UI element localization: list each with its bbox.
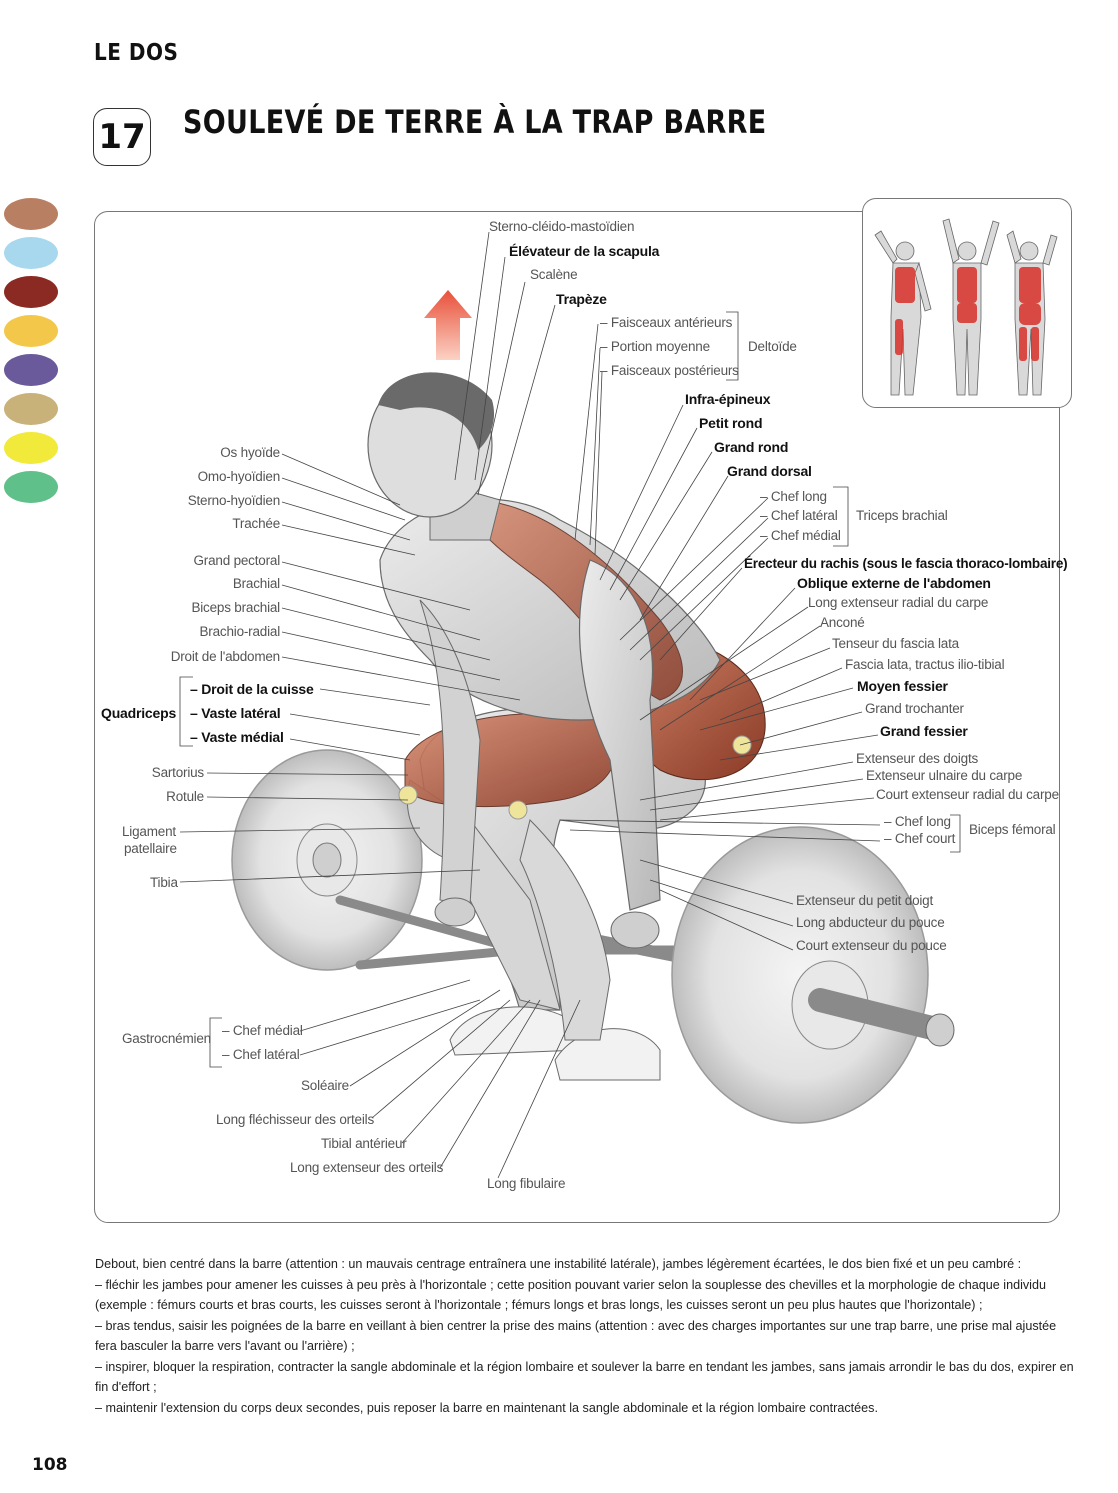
- color-dot-7: [4, 432, 58, 464]
- label-ancone: Anconé: [820, 615, 865, 630]
- label-tibia: Tibia: [150, 875, 178, 890]
- label-brachio-radial: Brachio-radial: [199, 624, 281, 639]
- color-dot-1: [4, 198, 58, 230]
- color-dot-2: [4, 237, 58, 269]
- three-view-muscle-figures: [874, 218, 1058, 396]
- instruction-paragraph: – inspirer, bloquer la respiration, cont…: [95, 1359, 1074, 1395]
- label-moyen-fessier: Moyen fessier: [857, 678, 948, 694]
- left-weight-plate: [231, 749, 423, 971]
- label-grand-fessier: Grand fessier: [880, 723, 968, 739]
- label-droit-cuisse: – Droit de la cuisse: [190, 681, 314, 697]
- leader-lines: [454, 231, 961, 951]
- athlete-figure: [367, 372, 766, 1081]
- label-ligament: Ligament: [122, 824, 176, 839]
- label-triceps-chef-medial: – Chef médial: [760, 528, 841, 543]
- label-trachee: Trachée: [232, 516, 280, 531]
- label-extenseur-ulnaire: Extenseur ulnaire du carpe: [866, 768, 1023, 783]
- label-trapeze: Trapèze: [556, 291, 607, 307]
- label-extenseur-doigts: Extenseur des doigts: [856, 751, 979, 766]
- label-biceps-femoral-chef-court: – Chef court: [884, 831, 956, 846]
- label-biceps-femoral: Biceps fémoral: [969, 822, 1056, 837]
- label-biceps-brachial: Biceps brachial: [191, 600, 280, 615]
- label-elevateur-scapula: Élévateur de la scapula: [509, 243, 660, 259]
- label-infra-epineux: Infra-épineux: [685, 391, 771, 407]
- label-faisceaux-posterieurs: – Faisceaux postérieurs: [600, 363, 739, 378]
- right-weight-plate: [671, 826, 955, 1124]
- label-oblique-externe: Oblique externe de l'abdomen: [797, 575, 991, 591]
- label-grand-pectoral: Grand pectoral: [193, 553, 281, 568]
- label-brachial: Brachial: [232, 576, 280, 591]
- label-sterno-cleido-mastoidien: Sterno-cléido-mastoïdien: [489, 219, 635, 234]
- label-long-extenseur-orteils: Long extenseur des orteils: [290, 1160, 444, 1175]
- label-petit-rond: Petit rond: [699, 415, 763, 431]
- label-omo-hyoidien: Omo-hyoïdien: [197, 469, 281, 484]
- label-sartorius: Sartorius: [151, 765, 204, 780]
- label-long-extenseur-radial: Long extenseur radial du carpe: [808, 595, 989, 610]
- exercise-instructions: Debout, bien centré dans la barre (atten…: [95, 1254, 1080, 1418]
- label-rotule: Rotule: [166, 789, 204, 804]
- color-dot-3: [4, 276, 58, 308]
- color-dot-5: [4, 354, 58, 386]
- label-vaste-medial: – Vaste médial: [190, 729, 284, 745]
- label-fascia-lata: Fascia lata, tractus ilio-tibial: [845, 657, 1005, 672]
- instruction-paragraph: Debout, bien centré dans la barre (atten…: [95, 1257, 1022, 1271]
- color-dot-4: [4, 315, 58, 347]
- label-quadriceps: Quadriceps: [101, 705, 177, 721]
- upward-arrow-icon: [424, 290, 472, 360]
- label-triceps-chef-long: – Chef long: [760, 489, 827, 504]
- exercise-number-badge: 17: [93, 108, 151, 166]
- instruction-paragraph: – maintenir l'extension du corps deux se…: [95, 1400, 878, 1415]
- label-tenseur-fascia-lata: Tenseur du fascia lata: [832, 636, 959, 651]
- label-erecteur-rachis: Érecteur du rachis (sous le fascia thora…: [744, 556, 1068, 571]
- color-dot-6: [4, 393, 58, 425]
- label-scalene: Scalène: [530, 267, 578, 282]
- label-vaste-lateral: – Vaste latéral: [190, 705, 281, 721]
- label-faisceaux-anterieurs: – Faisceaux antérieurs: [600, 315, 733, 330]
- label-extenseur-petit-doigt: Extenseur du petit doigt: [796, 893, 934, 908]
- label-triceps-chef-lateral: – Chef latéral: [760, 508, 838, 523]
- label-soleaire: Soléaire: [301, 1078, 349, 1093]
- instruction-paragraph: – bras tendus, saisir les poignées de la…: [95, 1318, 1057, 1354]
- instruction-paragraph: – fléchir les jambes pour amener les cui…: [95, 1277, 1046, 1313]
- label-long-abducteur-pouce: Long abducteur du pouce: [796, 915, 945, 930]
- label-droit-abdomen: Droit de l'abdomen: [170, 649, 280, 664]
- label-court-extenseur-pouce: Court extenseur du pouce: [796, 938, 947, 953]
- label-sterno-hyoidien: Sterno-hyoïdien: [187, 493, 281, 508]
- label-grand-dorsal: Grand dorsal: [727, 463, 812, 479]
- label-long-flechisseur-orteils: Long fléchisseur des orteils: [216, 1112, 374, 1127]
- exercise-title: SOULEVÉ DE TERRE À LA TRAP BARRE: [183, 104, 767, 142]
- label-court-extenseur-radial: Court extenseur radial du carpe: [876, 787, 1059, 802]
- color-dot-8: [4, 471, 58, 503]
- illustration-frame: [94, 211, 1060, 1223]
- label-portion-moyenne: – Portion moyenne: [600, 339, 710, 354]
- label-long-fibulaire: Long fibulaire: [487, 1176, 566, 1191]
- label-biceps-femoral-chef-long: – Chef long: [884, 814, 951, 829]
- label-patellaire: patellaire: [124, 841, 177, 856]
- label-gastro-chef-lateral: – Chef latéral: [222, 1047, 300, 1062]
- muscle-overview-inset: [862, 198, 1072, 408]
- page-number: 108: [32, 1455, 68, 1475]
- label-gastro-chef-medial: – Chef médial: [222, 1023, 303, 1038]
- label-grand-trochanter: Grand trochanter: [865, 701, 964, 716]
- label-gastrocnemien: Gastrocnémien: [122, 1031, 211, 1046]
- section-heading: LE DOS: [94, 38, 179, 66]
- label-tibial-anterieur: Tibial antérieur: [321, 1136, 407, 1151]
- label-grand-rond: Grand rond: [714, 439, 789, 455]
- label-triceps-brachial: Triceps brachial: [856, 508, 948, 523]
- label-deltoide: Deltoïde: [748, 339, 797, 354]
- label-os-hyoide: Os hyoïde: [220, 445, 280, 460]
